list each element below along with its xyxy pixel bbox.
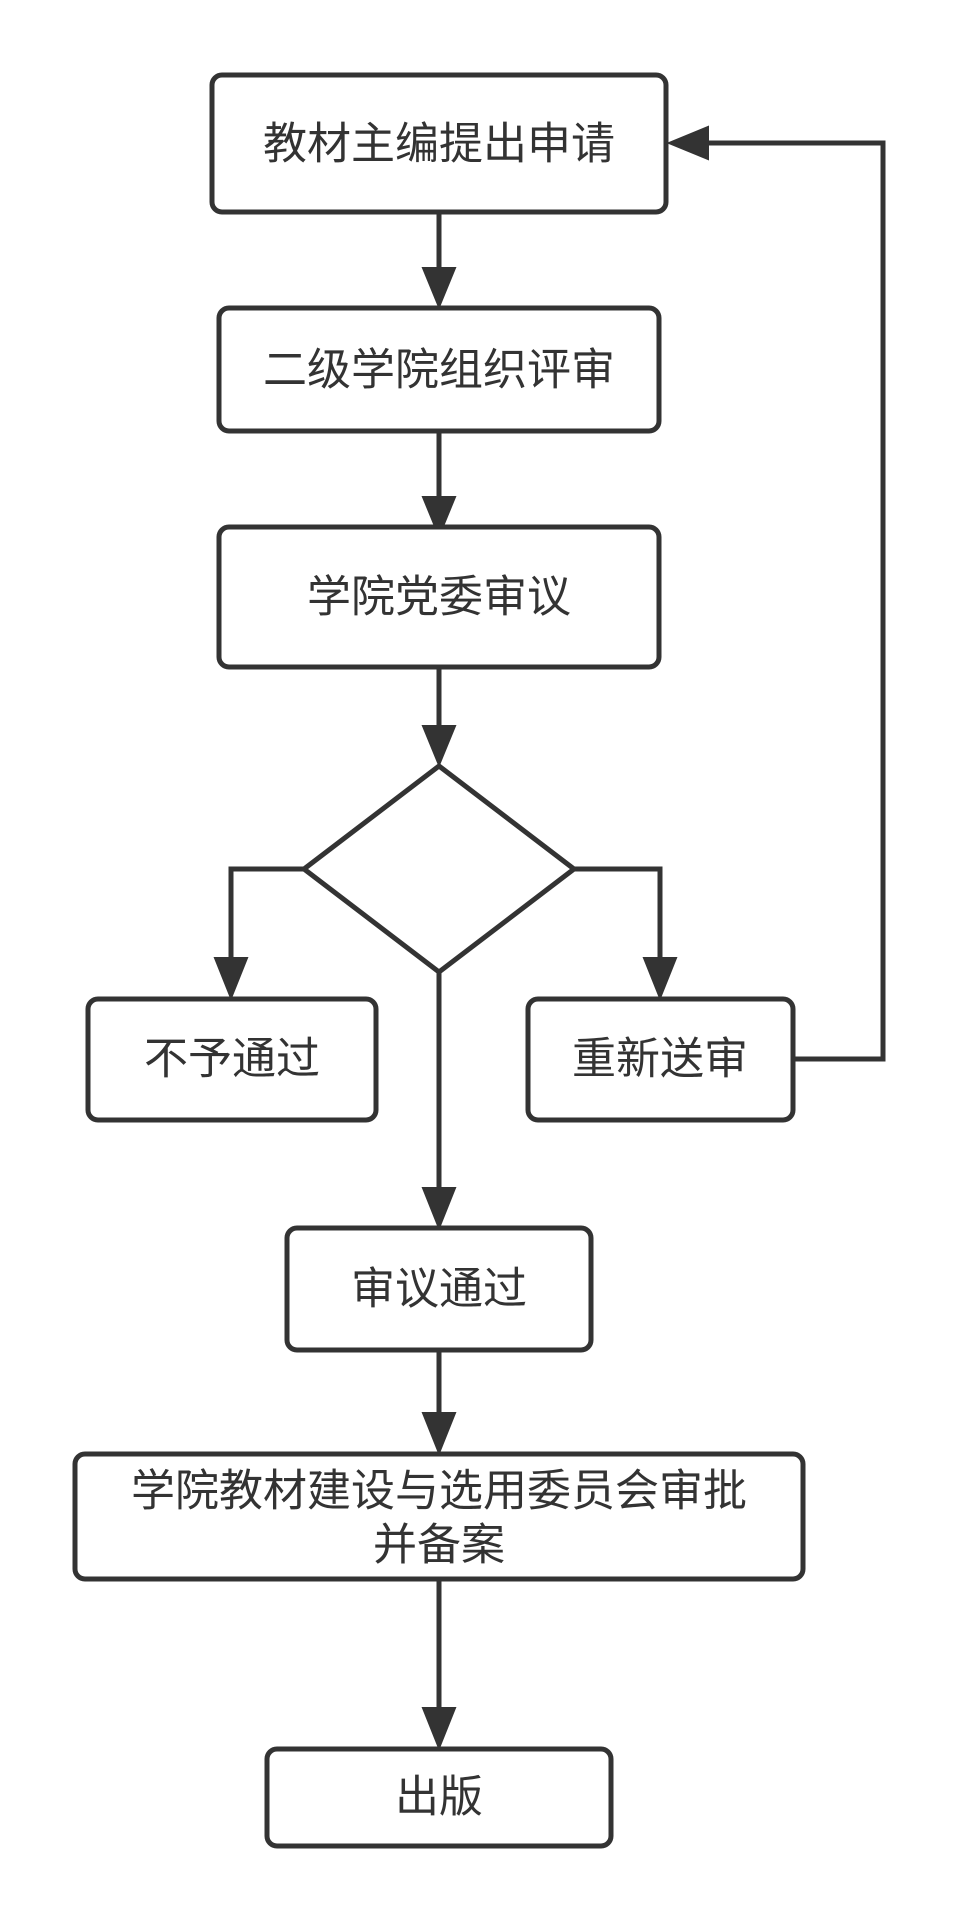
node-committee: 学院党委审议 xyxy=(216,524,662,670)
node-approved: 审议通过 xyxy=(284,1225,594,1353)
node-apply-box xyxy=(209,72,669,215)
connectors xyxy=(213,125,886,1751)
node-committee-box xyxy=(216,524,662,670)
node-review: 二级学院组织评审 xyxy=(216,305,662,434)
arrow-head-publish xyxy=(421,1707,457,1751)
node-record-label-line2: 并备案 xyxy=(373,1520,505,1571)
node-resubmit-label: 重新送审 xyxy=(572,1034,748,1085)
node-apply: 教材主编提出申请 xyxy=(209,72,669,215)
node-record-box xyxy=(72,1451,806,1582)
node-apply-label: 教材主编提出申请 xyxy=(263,119,615,170)
node-publish: 出版 xyxy=(264,1746,614,1849)
edge-resubmit-to-apply xyxy=(706,140,886,1062)
node-decision-diamond xyxy=(299,762,579,976)
node-review-box xyxy=(216,305,662,434)
node-resubmit-box xyxy=(525,996,796,1123)
arrow-head-approved xyxy=(421,1187,457,1231)
node-resubmit: 重新送审 xyxy=(525,996,796,1123)
node-review-label: 二级学院组织评审 xyxy=(263,345,615,396)
arrow-head-decision xyxy=(421,725,457,768)
node-decision xyxy=(299,762,579,976)
arrow-head-review xyxy=(421,267,457,310)
arrow-head-reject xyxy=(213,957,249,1001)
node-committee-label: 学院党委审议 xyxy=(307,572,571,623)
node-publish-box xyxy=(264,1746,614,1849)
node-reject: 不予通过 xyxy=(85,996,379,1123)
arrow-head-record xyxy=(421,1412,457,1456)
node-approved-box xyxy=(284,1225,594,1353)
node-reject-box xyxy=(85,996,379,1123)
node-record-label-line1: 学院教材建设与选用委员会审批 xyxy=(131,1466,747,1517)
node-publish-label: 出版 xyxy=(395,1772,483,1823)
edge-decision-to-resubmit xyxy=(574,866,663,960)
node-record: 学院教材建设与选用委员会审批 并备案 xyxy=(72,1451,806,1582)
arrow-head-committee xyxy=(421,496,457,539)
node-reject-label: 不予通过 xyxy=(144,1034,320,1085)
edge-decision-to-reject xyxy=(228,866,304,960)
arrow-head-resubmit xyxy=(642,957,678,1001)
node-approved-label: 审议通过 xyxy=(351,1264,527,1315)
arrow-head-apply xyxy=(666,125,709,161)
